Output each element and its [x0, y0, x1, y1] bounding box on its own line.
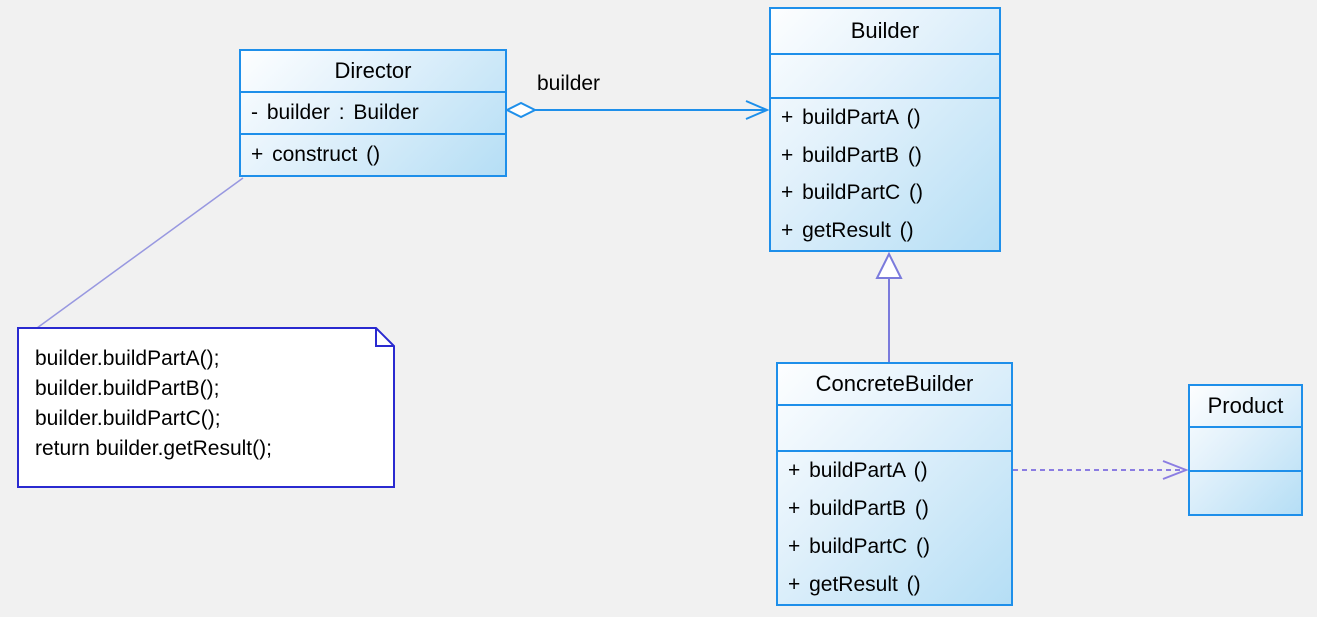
method-row[interactable]: + construct ()	[251, 143, 381, 166]
method-row[interactable]: + buildPartB ()	[781, 143, 922, 167]
class-director[interactable]: Director - builder : Builder + construct…	[239, 49, 507, 177]
dependency-arrowhead-icon	[1162, 460, 1189, 480]
note-fold-icon	[375, 328, 394, 347]
class-concrete-builder[interactable]: ConcreteBuilder + buildPartA () + buildP…	[776, 362, 1013, 606]
note-link-line[interactable]	[36, 177, 244, 329]
class-builder[interactable]: Builder + buildPartA () + buildPartB () …	[769, 7, 1001, 252]
class-director-name: Director	[241, 51, 505, 93]
class-product-attributes	[1190, 428, 1301, 472]
method-row[interactable]: + getResult ()	[781, 219, 914, 243]
generalization-concretebuilder-builder[interactable]	[875, 251, 903, 362]
method-row[interactable]: + buildPartA ()	[781, 105, 921, 129]
class-builder-methods: + buildPartA () + buildPartB () + buildP…	[771, 99, 999, 250]
method-row[interactable]: + buildPartB ()	[788, 497, 929, 520]
class-director-methods: + construct ()	[241, 135, 505, 175]
method-row[interactable]: + getResult ()	[788, 573, 921, 596]
generalization-triangle-icon	[875, 251, 903, 279]
class-product-methods	[1190, 472, 1301, 514]
class-product-name: Product	[1190, 386, 1301, 428]
note-shape[interactable]	[17, 327, 395, 488]
class-builder-attributes	[771, 55, 999, 99]
class-concrete-builder-methods: + buildPartA () + buildPartB () + buildP…	[778, 452, 1011, 604]
method-row[interactable]: + buildPartC ()	[781, 181, 923, 205]
note-line: builder.buildPartC();	[35, 407, 221, 430]
note-line: builder.buildPartB();	[35, 377, 220, 400]
open-arrowhead-icon	[745, 100, 770, 120]
association-role-label[interactable]: builder	[537, 72, 601, 95]
association-director-builder[interactable]	[504, 100, 770, 120]
code-note[interactable]: builder.buildPartA(); builder.buildPartB…	[17, 327, 395, 488]
note-line: return builder.getResult();	[35, 437, 272, 460]
method-row[interactable]: + buildPartA ()	[788, 459, 928, 482]
note-line: builder.buildPartA();	[35, 347, 220, 370]
class-concrete-builder-name: ConcreteBuilder	[778, 364, 1011, 406]
class-concrete-builder-attributes	[778, 406, 1011, 452]
method-row[interactable]: + buildPartC ()	[788, 535, 930, 558]
class-director-attributes: - builder : Builder	[241, 93, 505, 135]
note-body[interactable]	[17, 327, 395, 488]
class-builder-name: Builder	[771, 9, 999, 55]
aggregation-diamond-icon	[504, 101, 538, 119]
dependency-concretebuilder-product[interactable]	[1013, 460, 1189, 480]
class-product[interactable]: Product	[1188, 384, 1303, 516]
attribute-row[interactable]: - builder : Builder	[251, 101, 419, 124]
